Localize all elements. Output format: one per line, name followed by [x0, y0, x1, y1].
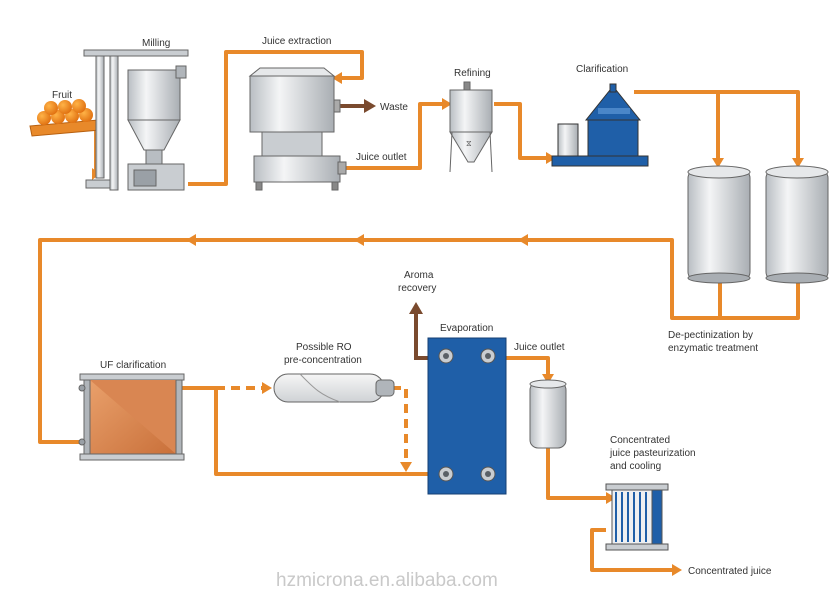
- arrow-concentrated-juice: [672, 564, 682, 576]
- label-depectinization-1: De-pectinization by: [668, 330, 753, 341]
- label-fruit: Fruit: [52, 90, 72, 101]
- arrow-to-pasteurizer: [606, 492, 616, 504]
- arrow-to-ro: [262, 382, 272, 394]
- pipe-clarification-to-tanks: [634, 90, 800, 160]
- pipe-refining-to-clarification: [494, 102, 548, 160]
- label-depectinization-2: enzymatic treatment: [668, 343, 758, 354]
- arrow-to-tank-2: [792, 158, 804, 168]
- label-pasteurization-2: juice pasteurization: [609, 448, 696, 459]
- juice-storage-vessel: [529, 379, 567, 449]
- separator-centrifuge: [551, 83, 649, 167]
- pasteurizer-plate-exchanger: [605, 483, 669, 551]
- label-ro-2: pre-concentration: [284, 355, 362, 366]
- label-aroma-1: Aroma: [404, 270, 434, 281]
- pipes: [38, 50, 800, 572]
- fruit-conveyor: [29, 99, 101, 137]
- refining-tank: ⧖: [449, 81, 493, 173]
- pipe-extraction-to-refining: [344, 102, 444, 170]
- brown-lines: [340, 104, 444, 360]
- label-evaporation: Evaporation: [440, 323, 493, 334]
- arrow-to-storage: [542, 374, 554, 384]
- label-milling: Milling: [142, 38, 170, 49]
- label-juice-outlet-top: Juice outlet: [356, 152, 407, 163]
- pipe-uf-to-evaporator: [182, 386, 436, 476]
- milling-machine: [83, 49, 189, 191]
- pipe-storage-to-pasteurizer: [546, 448, 610, 500]
- label-refining: Refining: [454, 68, 491, 79]
- label-waste: Waste: [380, 102, 408, 113]
- arrow-return-3: [186, 234, 196, 246]
- pipe-tanks-to-return: [670, 282, 800, 320]
- uf-unit: [78, 373, 185, 461]
- waste-arrow: [364, 99, 376, 113]
- labels: Fruit Milling Juice extraction Waste Jui…: [52, 36, 772, 577]
- arrow-to-refining: [442, 98, 452, 110]
- arrow-to-tank-1: [712, 158, 724, 168]
- label-ro-1: Possible RO: [296, 342, 352, 353]
- label-uf-clarification: UF clarification: [100, 360, 166, 371]
- pipe-ro-dashed: [216, 386, 408, 462]
- arrow-to-extraction: [332, 72, 342, 84]
- pipe-milling-to-extraction: [188, 50, 364, 186]
- depectinization-tank-1: [687, 165, 751, 284]
- juice-extractor: [248, 67, 347, 191]
- watermark: hzmicrona.en.alibaba.com: [276, 570, 498, 591]
- pipe-return-line: [38, 238, 674, 444]
- aroma-arrow: [409, 302, 423, 314]
- arrow-return-2: [354, 234, 364, 246]
- pipe-pasteurizer-output: [590, 528, 672, 572]
- depectinization-tank-2: [765, 165, 829, 284]
- arrow-ro-down: [400, 462, 412, 472]
- arrow-return-1: [518, 234, 528, 246]
- ro-membrane: [273, 373, 395, 403]
- label-concentrated-juice: Concentrated juice: [688, 566, 772, 577]
- label-juice-outlet-evap: Juice outlet: [514, 342, 565, 353]
- arrow-to-clarification: [546, 152, 556, 164]
- pipe-evap-juice-outlet: [496, 356, 550, 378]
- svg-text:⧖: ⧖: [466, 139, 472, 148]
- label-clarification: Clarification: [576, 64, 628, 75]
- evaporator: [427, 337, 507, 495]
- label-pasteurization-1: Concentrated: [610, 435, 670, 446]
- label-juice-extraction: Juice extraction: [262, 36, 331, 47]
- label-pasteurization-3: and cooling: [610, 461, 661, 472]
- label-aroma-2: recovery: [398, 283, 436, 294]
